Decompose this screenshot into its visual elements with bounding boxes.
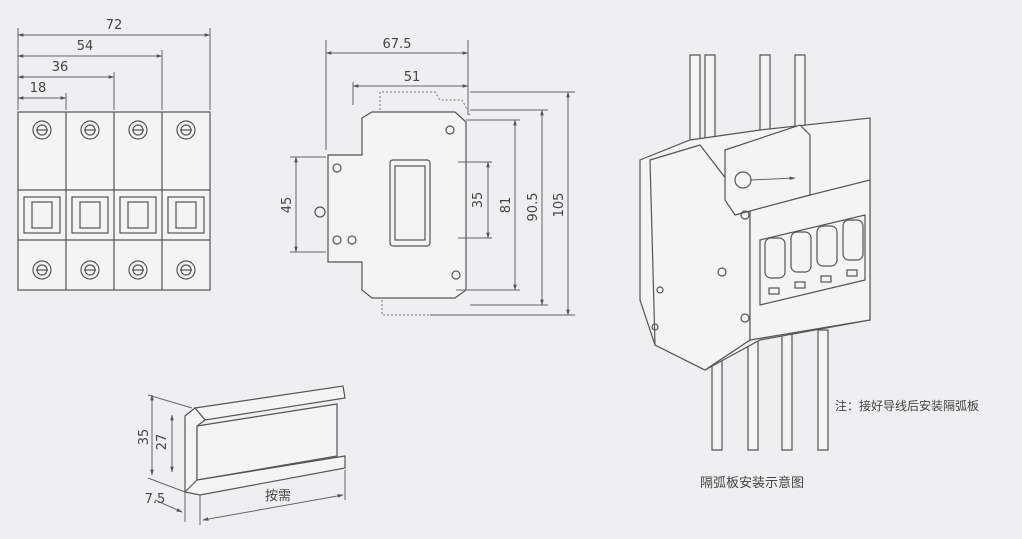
dim-54: 54 bbox=[77, 39, 94, 54]
toggle bbox=[764, 237, 786, 279]
installation-note: 注：接好导线后安装隔弧板 bbox=[835, 398, 979, 413]
dim-67-5: 67.5 bbox=[383, 37, 412, 52]
wire bbox=[747, 329, 759, 451]
wire bbox=[817, 329, 829, 451]
toggle-lever bbox=[71, 196, 109, 234]
toggle bbox=[816, 225, 838, 267]
dim-36: 36 bbox=[52, 60, 69, 75]
dim-81: 81 bbox=[499, 197, 514, 214]
din-rail: 35 27 7.5 按需 bbox=[137, 385, 346, 525]
front-view: 72 54 36 18 bbox=[17, 18, 211, 291]
dim-90-5: 90.5 bbox=[526, 193, 541, 222]
dim-72: 72 bbox=[106, 18, 123, 33]
rail-length-label: 按需 bbox=[265, 489, 291, 504]
toggle bbox=[842, 219, 864, 261]
rail-dim-7-5: 7.5 bbox=[145, 492, 166, 507]
side-view: 67.5 51 45 35 81 90.5 105 bbox=[280, 37, 575, 316]
dim-18: 18 bbox=[30, 81, 47, 96]
isometric-breaker: 注：接好导线后安装隔弧板 隔弧板安装示意图 bbox=[639, 54, 979, 491]
toggle bbox=[790, 231, 812, 273]
rail-dim-27: 27 bbox=[155, 434, 170, 451]
toggle-lever bbox=[23, 196, 61, 234]
dim-35: 35 bbox=[471, 192, 486, 209]
wire bbox=[781, 329, 793, 451]
isometric-caption: 隔弧板安装示意图 bbox=[700, 475, 804, 491]
pole bbox=[113, 112, 162, 290]
pole bbox=[65, 112, 114, 290]
pole bbox=[161, 112, 210, 290]
pole bbox=[18, 120, 66, 280]
dim-51: 51 bbox=[404, 70, 421, 85]
toggle-lever bbox=[167, 196, 205, 234]
toggle-lever bbox=[119, 196, 157, 234]
dim-105: 105 bbox=[552, 193, 567, 218]
rail-dim-35: 35 bbox=[137, 429, 152, 446]
dim-45: 45 bbox=[280, 197, 295, 214]
